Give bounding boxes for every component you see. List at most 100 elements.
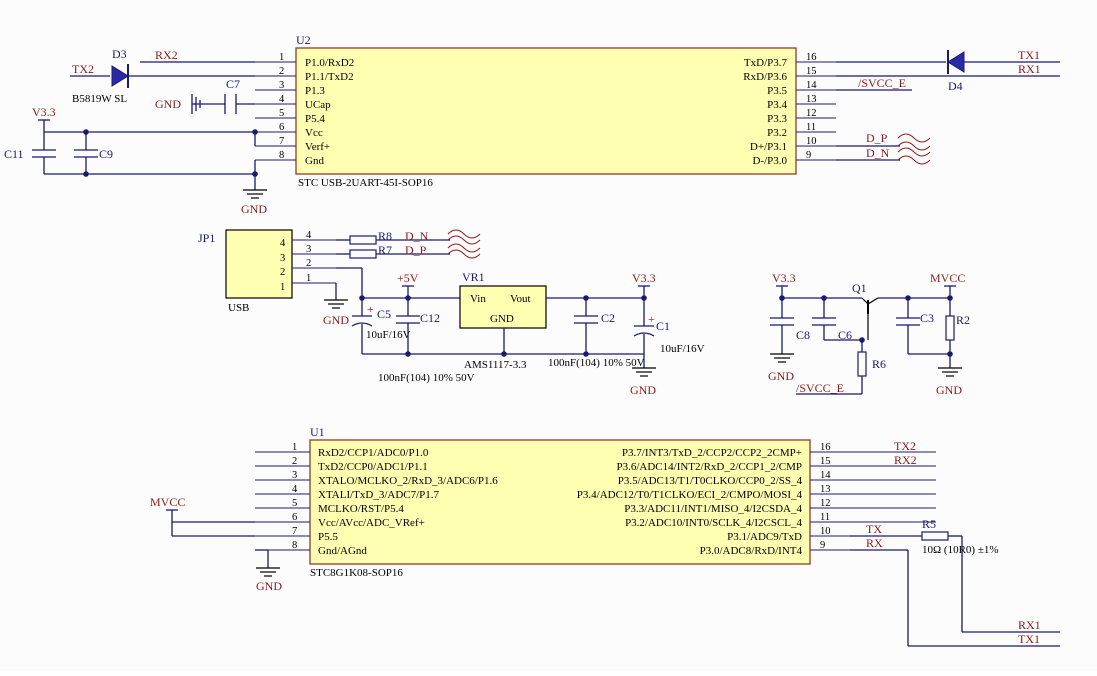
c7-ref: C7	[226, 77, 240, 91]
u1-pin-9-num: 9	[820, 540, 825, 551]
u1-pin-4-num: 4	[292, 484, 298, 495]
u1-pin-2-label: TxD2/CCP0/ADC1/P1.1	[318, 461, 428, 473]
c12-ref: C12	[420, 311, 440, 325]
d3-ref: D3	[112, 47, 127, 61]
u1-pin-13-num: 13	[820, 484, 831, 495]
c8-ref: C8	[796, 328, 810, 342]
c5-value: 10uF/16V	[366, 329, 411, 341]
jp1-part: USB	[228, 302, 249, 314]
net-gnd-r2: GND	[936, 383, 962, 397]
u1-left-pin-numbers: 1 2 3 4 5 6 7 8	[292, 442, 298, 551]
jp1-ref: JP1	[198, 231, 215, 245]
u2-pin-7-label: Verf+	[305, 141, 330, 153]
gnd-vr-symbol: GND	[630, 367, 656, 397]
net-tie-symbols-top	[897, 133, 931, 165]
u1-chip[interactable]: U1 STC8G1K08-SOP16	[309, 425, 811, 579]
u1-pin-14-label: P3.5/ADC13/T1/T0CLKO/CCP0_2/SS_4	[618, 475, 803, 487]
u1-pin-5-num: 5	[292, 498, 297, 509]
d3-diode[interactable]: D3 B5819W SL	[72, 47, 129, 105]
q1-transistor[interactable]: Q1	[852, 281, 879, 340]
c9-ref: C9	[99, 147, 113, 161]
vr1-regulator[interactable]: VR1 Vin Vout GND AMS1117-3.3	[459, 270, 547, 371]
net-dn-mid: D_N	[405, 229, 429, 243]
u2-pin-11-num: 11	[806, 122, 816, 133]
u2-left-pin-labels: P1.0/RxD2 P1.1/TxD2 P1.3 UCap P5.4 Vcc V…	[305, 57, 354, 167]
jp1-pin-1: 1	[280, 282, 285, 293]
u1-pin-8-num: 8	[292, 540, 297, 551]
u2-pin-12-label: P3.3	[767, 113, 787, 125]
u2-pin-4-num: 4	[279, 94, 285, 105]
u1-pin-5-label: MCLKO/RST/P5.4	[318, 503, 404, 515]
vr1-part: AMS1117-3.3	[464, 359, 527, 371]
u2-left-pin-numbers: 1 2 3 4 5 6 7 8	[279, 52, 285, 161]
u1-pin-11-label: P3.2/ADC10/INT0/SCLK_4/I2CSCL_4	[625, 517, 802, 529]
d3-part: B5819W SL	[72, 93, 127, 105]
r8-ref: R8	[378, 229, 392, 243]
jp1-pin1-num: 1	[306, 273, 311, 284]
u1-pin-14-num: 14	[820, 470, 831, 481]
vr1-vin: Vin	[470, 293, 486, 305]
u2-pin-14-num: 14	[806, 80, 817, 91]
u2-pin-1-num: 1	[279, 52, 284, 63]
jp1-usb-connector[interactable]: JP1 USB 4 3 2 1	[198, 229, 293, 314]
u1-pin-12-num: 12	[820, 498, 831, 509]
vr1-gnd: GND	[490, 313, 514, 325]
u2-pin-7-num: 7	[279, 136, 284, 147]
net-gnd-vr: GND	[630, 383, 656, 397]
u2-pin-5-label: P5.4	[305, 113, 325, 125]
net-gnd-u1: GND	[256, 579, 282, 593]
c5-plus: +	[367, 302, 374, 316]
u2-pin-16-num: 16	[806, 52, 817, 63]
c3-ref: C3	[920, 311, 934, 325]
u2-part: STC USB-2UART-45I-SOP16	[298, 177, 433, 189]
u1-pin-6-label: Vcc/AVcc/ADC_VRef+	[318, 517, 425, 529]
u1-body[interactable]	[309, 439, 811, 565]
u2-pin-11-label: P3.2	[767, 127, 787, 139]
u2-pin-3-num: 3	[279, 80, 284, 91]
net-rx2-top: RX2	[155, 48, 178, 62]
u1-pin-11-num: 11	[820, 512, 830, 523]
d4-ref: D4	[948, 79, 963, 93]
q1-ref: Q1	[852, 281, 867, 295]
gnd-c7-symbol: GND	[155, 94, 201, 114]
u2-right-pin-numbers: 16 15 14 13 12 11 10 9	[806, 52, 817, 161]
net-tx1-bottom: TX1	[1018, 632, 1040, 646]
net-gnd-u2: GND	[241, 202, 267, 216]
u1-part: STC8G1K08-SOP16	[310, 567, 403, 579]
u2-pin-8-num: 8	[279, 150, 284, 161]
net-dp-top: D_P	[866, 131, 888, 145]
cap-100n-left: 100nF(104) 10% 50V	[378, 372, 475, 384]
net-gnd-dot: GND	[155, 97, 181, 111]
u2-chip[interactable]: U2 STC USB-2UART-45I-SOP16	[295, 33, 797, 189]
u1-left-pin-labels: RxD2/CCP1/ADC0/P1.0 TxD2/CCP0/ADC1/P1.1 …	[318, 447, 498, 557]
c5-ref: C5	[377, 307, 391, 321]
net-tie-symbols-mid	[447, 229, 481, 259]
gnd-c8-symbol: GND	[768, 353, 794, 383]
net-dp-mid: D_P	[405, 243, 427, 257]
r6-ref: R6	[872, 357, 886, 371]
gnd-u1-symbol: GND	[256, 567, 282, 593]
u1-pin-15-num: 15	[820, 456, 831, 467]
c1-ref: C1	[656, 319, 670, 333]
c11-ref: C11	[4, 147, 24, 161]
u2-right-pin-labels: TxD/P3.7 RxD/P3.6 P3.5 P3.4 P3.3 P3.2 D+…	[743, 57, 787, 167]
u2-pin-9-num: 9	[806, 150, 811, 161]
net-svcc-e-top: /SVCC_E	[858, 76, 906, 90]
net-rx1-top: RX1	[1018, 62, 1041, 76]
c2-ref: C2	[601, 311, 615, 325]
u2-pin-8-label: Gnd	[305, 155, 324, 167]
u1-pin-3-num: 3	[292, 470, 297, 481]
u2-pin-14-label: P3.5	[767, 85, 787, 97]
gnd-u2-symbol: GND	[241, 189, 267, 216]
u1-pin-9-label: P3.0/ADC8/RxD/INT4	[700, 545, 803, 557]
u2-ref: U2	[296, 33, 311, 47]
c1-value: 10uF/16V	[660, 343, 705, 355]
net-rx1-bottom: RX1	[1018, 618, 1041, 632]
r5-ref: R5	[922, 517, 936, 531]
u2-body[interactable]	[295, 47, 797, 175]
u2-pin-2-label: P1.1/TxD2	[305, 71, 354, 83]
d4-diode[interactable]: D4	[947, 50, 965, 93]
u1-pin-15-label: P3.6/ADC14/INT2/RxD_2/CCP1_2/CMP	[616, 461, 802, 473]
jp1-pin-3: 3	[280, 253, 285, 264]
